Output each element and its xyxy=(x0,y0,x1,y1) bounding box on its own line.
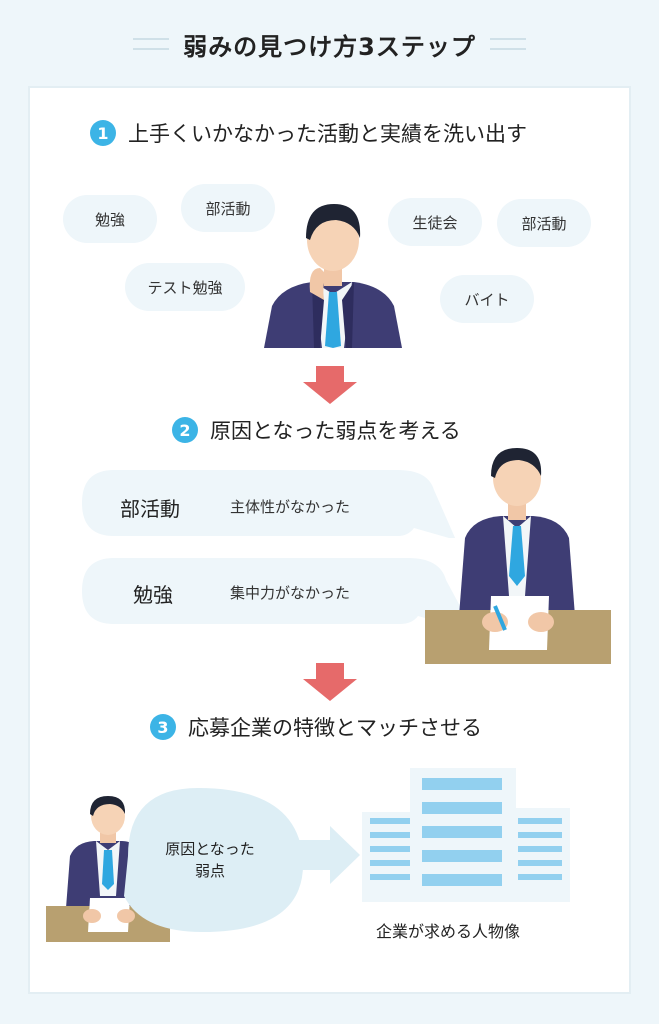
activity-bubble-study: 勉強 xyxy=(63,195,157,243)
target-profile-label: 企業が求める人物像 xyxy=(376,922,521,941)
speech-club-reason: 主体性がなかった xyxy=(230,498,351,516)
title-decoration-left xyxy=(133,38,170,50)
activity-bubble-club-2: 部活動 xyxy=(497,199,591,247)
speech-bubble-study xyxy=(82,558,474,632)
step2-heading: 2 原因となった弱点を考える xyxy=(172,415,461,445)
activity-bubble-student-council: 生徒会 xyxy=(388,198,482,246)
speech-bubble-club xyxy=(82,470,456,538)
cause-text: 原因となった 弱点 xyxy=(165,840,255,880)
step3-heading: 3 応募企業の特徴とマッチさせる xyxy=(150,712,482,742)
activity-bubble-test-study: テスト勉強 xyxy=(125,263,245,311)
step3-title: 応募企業の特徴とマッチさせる xyxy=(188,716,482,740)
thinking-person-illustration xyxy=(264,204,402,348)
arrow-right-icon xyxy=(296,826,360,884)
activity-bubble-club: 部活動 xyxy=(181,184,275,232)
speech-club-activity: 部活動 xyxy=(120,497,180,521)
step1-number-badge: 1 xyxy=(90,120,116,146)
cause-bubble xyxy=(124,788,304,932)
arrow-down-2-icon xyxy=(303,663,357,701)
activity-bubble-parttime: バイト xyxy=(440,275,534,323)
arrow-down-1-icon xyxy=(303,366,357,404)
step2-number-badge: 2 xyxy=(172,417,198,443)
step2-title: 原因となった弱点を考える xyxy=(210,419,461,443)
speech-study-reason: 集中力がなかった xyxy=(230,584,351,602)
page-header: 弱みの見つけ方3ステップ xyxy=(0,22,659,66)
company-building-illustration xyxy=(362,768,570,902)
step1-heading: 1 上手くいかなかった活動と実績を洗い出す xyxy=(90,118,527,148)
writing-person-illustration xyxy=(425,448,611,664)
step1-title: 上手くいかなかった活動と実績を洗い出す xyxy=(128,122,527,146)
title-decoration-right xyxy=(489,38,526,50)
speech-study-activity: 勉強 xyxy=(133,583,173,607)
step3-number-badge: 3 xyxy=(150,714,176,740)
page-title: 弱みの見つけ方3ステップ xyxy=(183,32,476,61)
